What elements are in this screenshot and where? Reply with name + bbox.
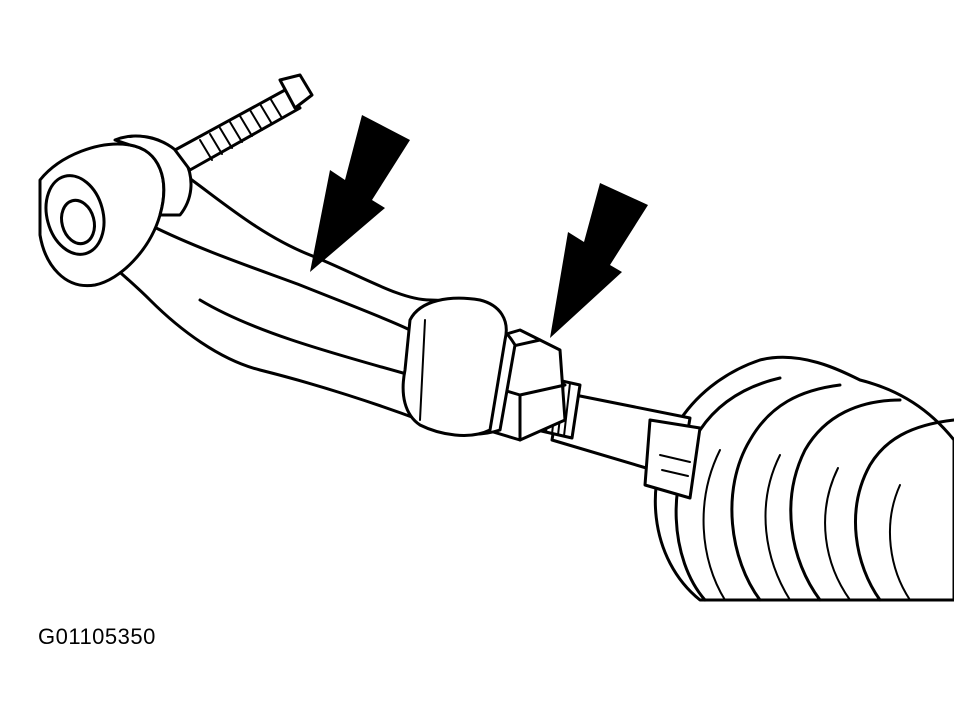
tie-rod-end-socket [38,134,193,288]
tie-rod-end [78,159,517,437]
figure-id-label: G01105350 [38,624,156,649]
rack-boot [653,355,954,602]
arrow-tie-rod-end [310,115,410,272]
arrow-jam-nut [550,183,648,338]
ball-stud [173,73,314,172]
